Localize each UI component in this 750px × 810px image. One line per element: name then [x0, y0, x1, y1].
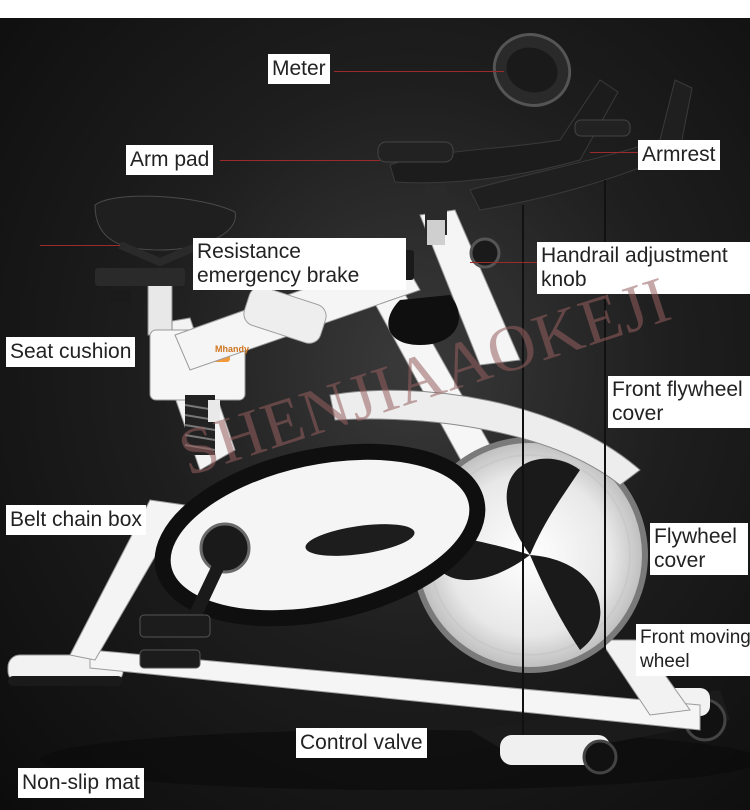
leader-line — [604, 180, 606, 650]
handrail-adjustment-knob — [469, 237, 501, 269]
leader-line — [590, 152, 638, 153]
crank-arm — [188, 548, 232, 620]
front-flywheel-cover — [329, 389, 641, 486]
label-flywheel-cover: Flywheel cover — [650, 523, 748, 575]
label-seat-cushion: Seat cushion — [6, 337, 136, 367]
label-control-valve: Control valve — [296, 728, 427, 758]
handlebar-right — [469, 79, 693, 211]
label-handrail-knob: Handrail adjustment knob — [537, 242, 750, 294]
leader-line — [522, 205, 524, 735]
label-meter: Meter — [268, 54, 330, 84]
label-resistance-brake: Resistance emergency brake — [193, 238, 406, 290]
leader-line — [40, 245, 120, 246]
label-belt-chain-box: Belt chain box — [6, 505, 146, 535]
bottom-frame-bar — [89, 649, 701, 731]
leader-line — [334, 71, 504, 72]
rear-leg — [69, 499, 186, 661]
front-moving-wheel-left — [582, 739, 618, 775]
leader-line — [470, 262, 540, 263]
brand-logo: Mhandy — [215, 344, 250, 354]
label-front-moving-wheel: Front moving wheel — [636, 624, 750, 676]
leader-line — [220, 160, 380, 161]
top-margin — [0, 0, 750, 18]
label-armrest: Armrest — [638, 140, 720, 170]
label-front-flywheel-cover: Front flywheel cover — [608, 376, 750, 428]
water-bottle — [243, 286, 327, 344]
seat-cushion — [94, 195, 236, 251]
label-non-slip-mat: Non-slip mat — [18, 768, 144, 798]
belt-chain-box — [154, 443, 486, 627]
seat-slider — [95, 268, 185, 286]
arm-pad-left — [377, 141, 454, 163]
front-leg — [599, 639, 691, 716]
label-arm-pad: Arm pad — [126, 145, 214, 175]
crank-hub — [199, 522, 251, 574]
flywheel-spokes — [428, 458, 601, 650]
pedal — [139, 614, 211, 638]
